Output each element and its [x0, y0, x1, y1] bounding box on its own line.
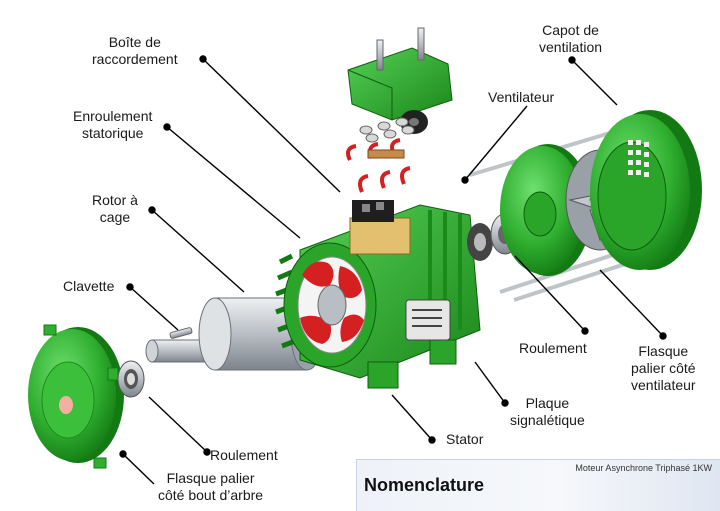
label-stator: Stator	[446, 431, 484, 447]
stator-frame	[275, 204, 481, 389]
key	[169, 327, 193, 339]
label-stator-winding-line1: Enroulement	[73, 108, 153, 124]
footer-title: Nomenclature	[364, 475, 485, 495]
label-front-bearing: Roulement	[210, 447, 278, 463]
label-terminal-box-line1: Boîte de	[108, 34, 161, 50]
label-front-end-shield: Flasque palier côté bout d’arbre	[158, 470, 263, 504]
terminal-box	[346, 27, 453, 222]
label-rotor: Rotor à cage	[92, 192, 138, 226]
label-front-end-shield-line1: Flasque palier	[166, 470, 255, 486]
label-fan: Ventilateur	[488, 89, 555, 105]
nomenclature-footer: Nomenclature Moteur Asynchrone Triphasé …	[356, 459, 720, 511]
label-stator-winding: Enroulement statorique	[73, 108, 152, 142]
label-rear-bearing: Roulement	[519, 340, 587, 356]
label-key: Clavette	[63, 278, 115, 294]
fan-cover	[590, 110, 702, 270]
front-end-shield	[28, 324, 124, 469]
label-fan-cover-line2: ventilation	[539, 39, 603, 55]
label-rear-end-shield-line3: ventilateur	[631, 377, 696, 393]
label-terminal-box: Boîte de raccordement	[92, 34, 178, 68]
front-bearing	[117, 360, 145, 398]
label-fan-cover-line1: Capot de	[542, 22, 599, 38]
label-nameplate-line1: Plaque	[525, 395, 570, 411]
label-stator-winding-line2: statorique	[81, 125, 144, 141]
label-rotor-line1: Rotor à	[92, 192, 138, 208]
label-fan-cover: Capot de ventilation	[539, 22, 602, 56]
footer-subtitle: Moteur Asynchrone Triphasé 1KW	[575, 463, 712, 473]
label-nameplate-line2: signalétique	[510, 412, 585, 428]
leader-lines	[119, 55, 667, 485]
label-rear-end-shield: Flasque palier côté ventilateur	[631, 343, 696, 394]
label-rear-end-shield-line1: Flasque	[638, 343, 689, 359]
label-rear-end-shield-line2: palier côté	[631, 360, 696, 376]
label-rotor-line2: cage	[99, 209, 131, 225]
label-terminal-box-line2: raccordement	[92, 51, 178, 67]
label-front-end-shield-line2: côté bout d’arbre	[158, 487, 264, 503]
footer-panel	[356, 459, 720, 511]
label-nameplate: Plaque signalétique	[510, 395, 585, 429]
